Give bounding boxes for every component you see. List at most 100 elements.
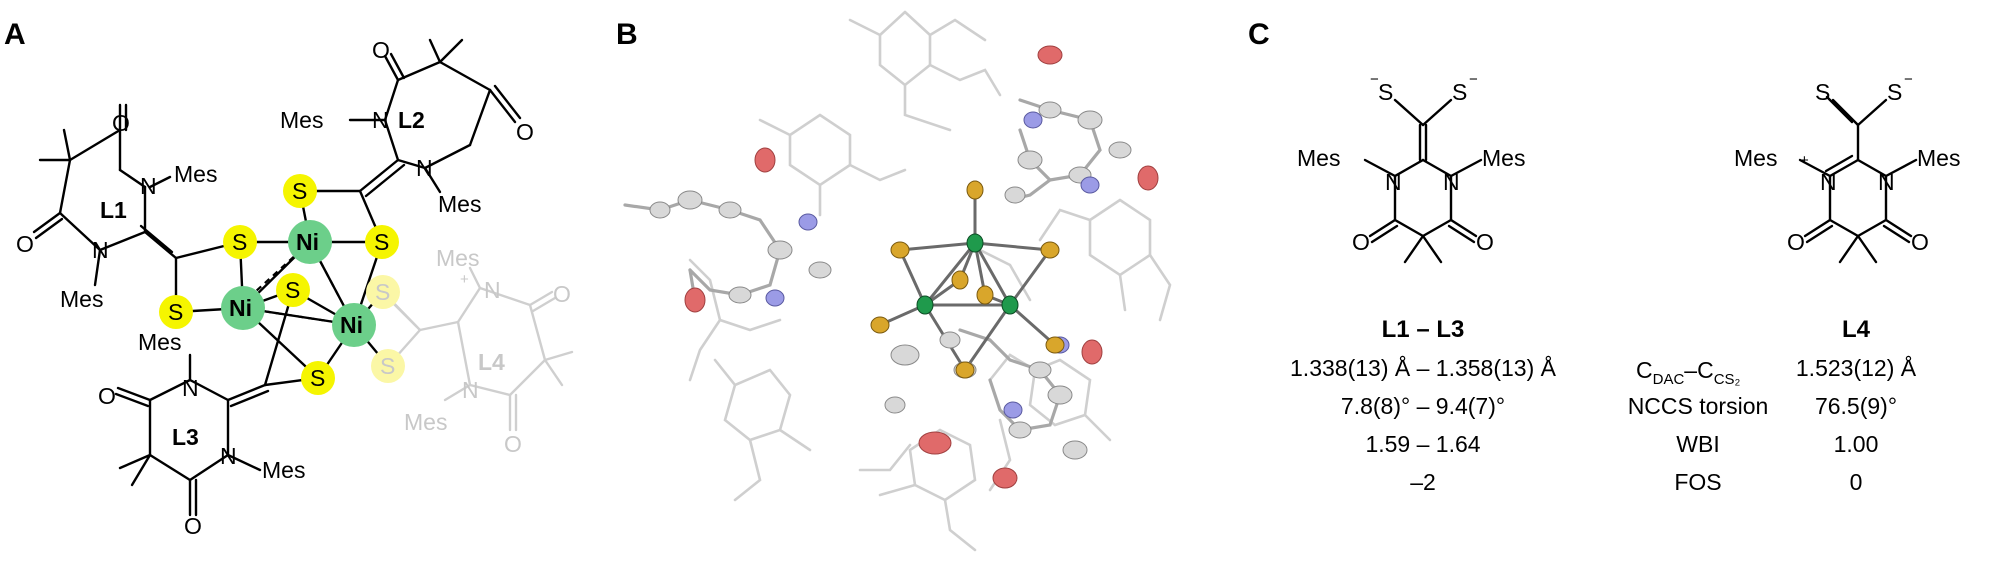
sulfur-atoms: S S S S S S S S bbox=[159, 174, 405, 395]
l3-mes-bottom: Mes bbox=[262, 457, 305, 483]
sulfur-ellipsoids bbox=[870, 180, 1065, 379]
sulfur-atom bbox=[301, 361, 335, 395]
oxygen-ellipsoids bbox=[684, 45, 1159, 489]
sulfur-atom bbox=[365, 225, 399, 259]
sulfur-atom bbox=[159, 295, 193, 329]
table-header-l1-l3: L1 – L3 bbox=[1382, 316, 1465, 343]
l3-mes-top: Mes bbox=[138, 329, 181, 355]
panel-b-crystal-structure bbox=[623, 10, 1172, 552]
l3-nitrogen-bottom: N bbox=[220, 443, 237, 469]
l4-nitrogen-top: N bbox=[484, 277, 501, 303]
l2-mes-left: Mes bbox=[280, 107, 323, 133]
table-cell-l1-l3: 7.8(8)° – 9.4(7)° bbox=[1341, 393, 1505, 419]
c-left-sulfur-2: S bbox=[1452, 79, 1467, 105]
nickel-atom bbox=[221, 286, 265, 330]
sulfur-label: S bbox=[375, 279, 390, 305]
table-cell-l1-l3: 1.59 – 1.64 bbox=[1365, 431, 1480, 457]
l3-oxygen-left: O bbox=[98, 383, 116, 409]
table-cell-l4: 1.523(12) Å bbox=[1796, 354, 1917, 381]
l3-label: L3 bbox=[172, 424, 199, 450]
l2-oxygen-right: O bbox=[516, 119, 534, 145]
l2-mes-bottom: Mes bbox=[438, 191, 481, 217]
l4-mes-bottom: Mes bbox=[404, 409, 447, 435]
c-right-minus: − bbox=[1904, 71, 1913, 88]
sulfur-label: S bbox=[310, 365, 325, 391]
sulfur-label: S bbox=[232, 229, 247, 255]
structure-l4: S S − Mes + Mes N N O O bbox=[1734, 71, 1960, 264]
l1-nitrogen-top: N bbox=[140, 173, 157, 199]
c-left-nitrogen-2: N bbox=[1443, 169, 1460, 195]
l1-label: L1 bbox=[100, 197, 127, 223]
table-row: –2 FOS 0 bbox=[1410, 469, 1862, 495]
nickel-atom bbox=[332, 303, 376, 347]
sulfur-atom bbox=[283, 174, 317, 208]
c-left-minus-1: − bbox=[1370, 71, 1379, 88]
c-left-sulfur-1: S bbox=[1378, 79, 1393, 105]
sulfur-atom-faded bbox=[366, 275, 400, 309]
nickel-label: Ni bbox=[340, 312, 363, 338]
ligand-l4: Mes N + O N Mes O L4 bbox=[378, 245, 574, 457]
c-right-nitrogen-1: N bbox=[1820, 169, 1837, 195]
c-right-sulfur-1: S bbox=[1815, 79, 1830, 105]
panel-letter-c: C bbox=[1248, 18, 1270, 51]
sulfur-atom-faded bbox=[371, 349, 405, 383]
c-left-mes-2: Mes bbox=[1482, 145, 1525, 171]
nickel-atom bbox=[288, 220, 332, 264]
l2-label: L2 bbox=[398, 107, 425, 133]
nickel-label: Ni bbox=[229, 295, 252, 321]
c-left-mes-1: Mes bbox=[1297, 145, 1340, 171]
c-right-mes-2: Mes bbox=[1917, 145, 1960, 171]
c-left-nitrogen-1: N bbox=[1385, 169, 1402, 195]
sulfur-atom bbox=[223, 225, 257, 259]
nickel-label: Ni bbox=[296, 229, 319, 255]
l1-nitrogen-bottom: N bbox=[92, 237, 109, 263]
l4-label: L4 bbox=[478, 349, 505, 375]
ligand-l3: Mes N O N Mes O L3 bbox=[98, 329, 320, 539]
table-row-label: CDAC–CCS₂ bbox=[1636, 357, 1741, 388]
panel-a-structure: O N Mes O N Mes L1 bbox=[16, 37, 574, 539]
ligand-l2: O N Mes O N Mes L2 bbox=[280, 37, 534, 244]
table-cell-l1-l3: 1.338(13) Å – 1.358(13) Å bbox=[1290, 354, 1557, 381]
table-cell-l4: 76.5(9)° bbox=[1815, 393, 1897, 419]
l2-nitrogen-bottom: N bbox=[416, 155, 433, 181]
table-cell-l1-l3: –2 bbox=[1410, 469, 1436, 495]
sulfur-label: S bbox=[292, 178, 307, 204]
table-row: 7.8(8)° – 9.4(7)° NCCS torsion 76.5(9)° bbox=[1341, 393, 1897, 419]
l3-nitrogen-top: N bbox=[182, 375, 199, 401]
sulfur-label: S bbox=[380, 353, 395, 379]
nickel-ellipsoids bbox=[916, 233, 1019, 315]
label-main: C bbox=[1636, 357, 1653, 383]
l2-oxygen-top: O bbox=[372, 37, 390, 63]
c-right-oxygen-1: O bbox=[1787, 229, 1805, 255]
mesityl-wireframe bbox=[688, 10, 1172, 552]
sulfur-label: S bbox=[168, 299, 183, 325]
l1-oxygen-bottom: O bbox=[16, 231, 34, 257]
ligand-l1: O N Mes O N Mes L1 bbox=[16, 103, 242, 314]
sulfur-label: S bbox=[285, 277, 300, 303]
structure-l1-l3: S − S − Mes Mes N N O O bbox=[1297, 71, 1525, 264]
sulfur-atom bbox=[276, 273, 310, 307]
l4-nitrogen-bottom: N bbox=[462, 377, 479, 403]
table-header-l4: L4 bbox=[1842, 316, 1871, 343]
table-row-label: NCCS torsion bbox=[1628, 393, 1769, 419]
table-row-label: FOS bbox=[1674, 469, 1721, 495]
c-right-oxygen-2: O bbox=[1911, 229, 1929, 255]
c-left-oxygen-1: O bbox=[1352, 229, 1370, 255]
panel-letter-b: B bbox=[616, 18, 638, 51]
c-left-oxygen-2: O bbox=[1476, 229, 1494, 255]
l1-oxygen-top: O bbox=[112, 110, 130, 136]
l1-mes-bottom: Mes bbox=[60, 286, 103, 312]
table-row-label: WBI bbox=[1676, 431, 1719, 457]
l4-oxygen-bottom: O bbox=[504, 431, 522, 457]
label-sub-cs2: CS₂ bbox=[1714, 371, 1741, 388]
c-right-nitrogen-2: N bbox=[1878, 169, 1895, 195]
comparison-table: L1 – L3 L4 1.338(13) Å – 1.358(13) Å CDA… bbox=[1290, 316, 1917, 495]
l1-mes-top: Mes bbox=[174, 161, 217, 187]
c-right-sulfur-2: S bbox=[1887, 79, 1902, 105]
c-right-mes-1: Mes bbox=[1734, 145, 1777, 171]
nickel-atoms: Ni Ni Ni bbox=[221, 220, 376, 347]
panel-c: S − S − Mes Mes N N O O bbox=[1290, 71, 1960, 495]
table-row: 1.59 – 1.64 WBI 1.00 bbox=[1365, 431, 1878, 457]
c-right-plus: + bbox=[1800, 152, 1809, 169]
l2-nitrogen-left: N bbox=[372, 107, 389, 133]
